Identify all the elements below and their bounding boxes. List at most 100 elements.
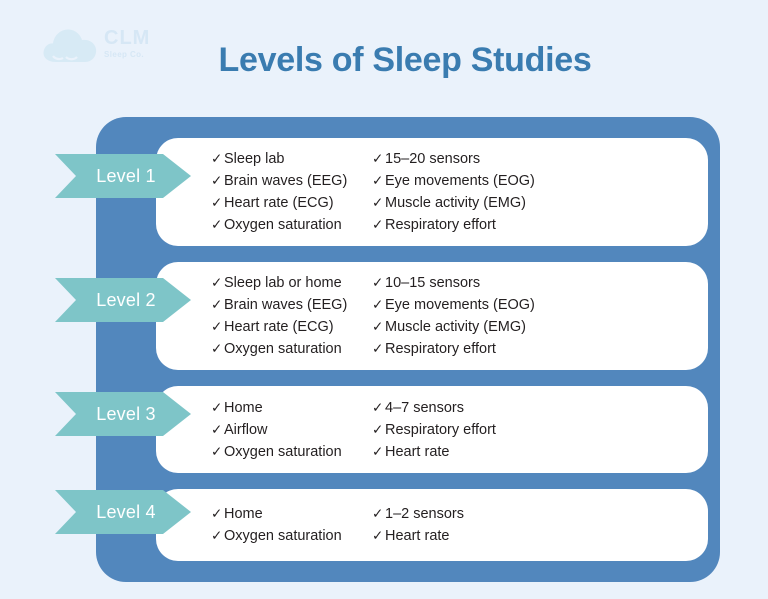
list-item-label: 10–15 sensors [385,275,481,291]
check-icon: ✓ [372,297,384,312]
level-1-left-column: ✓Sleep lab ✓Brain waves (EEG) ✓Heart rat… [156,148,364,236]
level-tag-label: Level 1 [96,165,156,186]
list-item: ✓Oxygen saturation [211,441,364,463]
check-icon: ✓ [211,151,223,166]
page-title: Levels of Sleep Studies [218,41,592,79]
list-item: ✓Muscle activity (EMG) [372,192,644,214]
list-item: ✓Brain waves (EEG) [211,170,364,192]
levels-panel: ✓Sleep lab ✓Brain waves (EEG) ✓Heart rat… [55,117,720,582]
level-row-3: ✓Home ✓Airflow ✓Oxygen saturation ✓4–7 s… [55,386,720,473]
list-item: ✓Heart rate (ECG) [211,316,364,338]
check-icon: ✓ [211,421,223,437]
list-item-label: Respiratory effort [385,421,496,438]
list-item-label: Eye movements (EOG) [385,173,535,189]
check-icon: ✓ [372,151,384,166]
list-item: ✓Eye movements (EOG) [372,170,644,192]
level-card-4: ✓Home ✓Oxygen saturation ✓1–2 sensors ✓H… [156,489,708,561]
list-item-label: Respiratory effort [385,341,496,357]
list-item: ✓Muscle activity (EMG) [372,316,644,338]
list-item-label: Heart rate (ECG) [224,319,334,335]
brand-tagline: Sleep Co. [104,50,145,59]
level-tag-label: Level 4 [96,501,156,522]
check-icon: ✓ [372,528,384,543]
list-item-label: Brain waves (EEG) [224,297,348,313]
check-icon: ✓ [211,528,223,543]
level-3-left-column: ✓Home ✓Airflow ✓Oxygen saturation [156,397,364,463]
check-icon: ✓ [211,217,223,232]
list-item-label: Heart rate [385,528,450,544]
level-tag-4[interactable]: Level 4 [55,490,191,534]
check-icon: ✓ [372,195,384,210]
list-item: ✓Airflow [211,419,364,441]
header: CLM Sleep Co. Levels of Sleep Studies [0,0,768,110]
list-item: ✓Heart rate [372,525,644,547]
list-item-label: Oxygen saturation [224,341,342,357]
cloud-icon [43,29,97,62]
check-icon: ✓ [211,341,223,356]
check-icon: ✓ [372,173,384,188]
list-item: ✓Oxygen saturation [211,214,364,236]
check-icon: ✓ [372,275,384,290]
list-item: ✓Heart rate [372,441,644,463]
level-2-left-column: ✓Sleep lab or home ✓Brain waves (EEG) ✓H… [156,272,364,360]
check-icon: ✓ [372,341,384,356]
level-3-right-column: ✓4–7 sensors ✓Respiratory effort ✓Heart … [364,397,644,463]
list-item: ✓10–15 sensors [372,272,644,294]
level-card-3: ✓Home ✓Airflow ✓Oxygen saturation ✓4–7 s… [156,386,708,473]
list-item-label: Heart rate [385,443,450,460]
list-item: ✓Sleep lab or home [211,272,364,294]
list-item-label: Sleep lab or home [224,275,342,291]
level-tag-label: Level 2 [96,289,156,310]
check-icon: ✓ [372,506,384,521]
check-icon: ✓ [372,421,384,437]
list-item: ✓Respiratory effort [372,419,644,441]
brand-logo[interactable]: CLM Sleep Co. [42,22,162,74]
check-icon: ✓ [372,217,384,232]
list-item-label: Oxygen saturation [224,443,342,460]
list-item-label: 4–7 sensors [385,399,464,416]
brand-name: CLM [104,27,151,49]
list-item: ✓Oxygen saturation [211,525,364,547]
list-item: ✓15–20 sensors [372,148,644,170]
list-item: ✓Brain waves (EEG) [211,294,364,316]
list-item-label: Brain waves (EEG) [224,173,348,189]
list-item: ✓Oxygen saturation [211,338,364,360]
list-item-label: 1–2 sensors [385,506,464,522]
check-icon: ✓ [211,399,223,415]
level-row-4: ✓Home ✓Oxygen saturation ✓1–2 sensors ✓H… [55,489,720,561]
list-item-label: Eye movements (EOG) [385,297,535,313]
level-tag-1[interactable]: Level 1 [55,154,191,198]
level-2-right-column: ✓10–15 sensors ✓Eye movements (EOG) ✓Mus… [364,272,644,360]
brand-text: CLM Sleep Co. [104,28,164,59]
level-1-right-column: ✓15–20 sensors ✓Eye movements (EOG) ✓Mus… [364,148,644,236]
check-icon: ✓ [372,319,384,334]
level-tag-3[interactable]: Level 3 [55,392,191,436]
list-item-label: Muscle activity (EMG) [385,195,526,211]
list-item: ✓Respiratory effort [372,214,644,236]
list-item-label: Airflow [224,421,268,438]
list-item: ✓Home [211,503,364,525]
list-item-label: Home [224,399,263,416]
level-card-2: ✓Sleep lab or home ✓Brain waves (EEG) ✓H… [156,262,708,370]
list-item: ✓1–2 sensors [372,503,644,525]
check-icon: ✓ [211,506,223,521]
list-item-label: Heart rate (ECG) [224,195,334,211]
list-item: ✓Eye movements (EOG) [372,294,644,316]
list-item-label: 15–20 sensors [385,151,481,167]
list-item-label: Muscle activity (EMG) [385,319,526,335]
list-item-label: Oxygen saturation [224,217,342,233]
level-4-right-column: ✓1–2 sensors ✓Heart rate [364,503,644,547]
level-4-left-column: ✓Home ✓Oxygen saturation [156,503,364,547]
check-icon: ✓ [211,275,223,290]
list-item-label: Respiratory effort [385,217,496,233]
check-icon: ✓ [211,173,223,188]
level-tag-label: Level 3 [96,403,156,424]
list-item-label: Oxygen saturation [224,528,342,544]
check-icon: ✓ [372,399,384,415]
level-card-1: ✓Sleep lab ✓Brain waves (EEG) ✓Heart rat… [156,138,708,246]
list-item: ✓Heart rate (ECG) [211,192,364,214]
list-item: ✓Home [211,397,364,419]
check-icon: ✓ [372,443,384,459]
list-item-label: Sleep lab [224,151,285,167]
level-tag-2[interactable]: Level 2 [55,278,191,322]
